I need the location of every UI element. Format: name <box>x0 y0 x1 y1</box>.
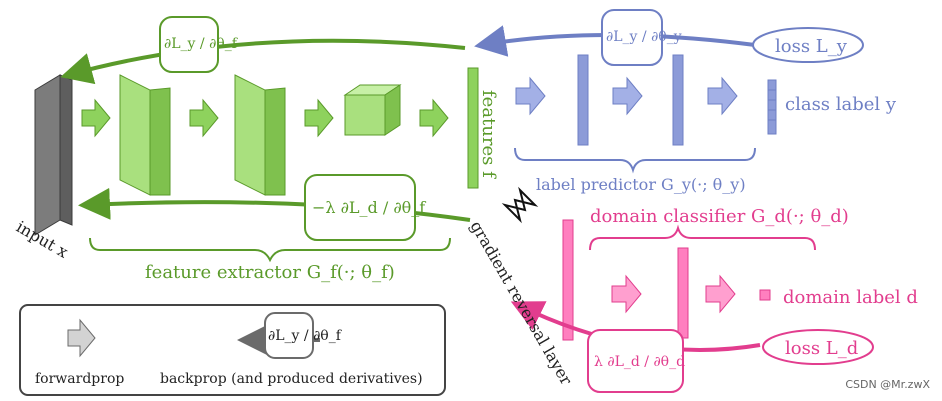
feature-extractor-label: feature extractor G_f(·; θ_f) <box>145 262 395 283</box>
loss-ly-text: loss L_y <box>775 36 848 57</box>
class-label-output <box>767 79 777 135</box>
legend-deriv-box <box>264 312 314 359</box>
label-predictor-label: label predictor G_y(·; θ_y) <box>536 175 746 194</box>
deriv-green-top-text: ∂L_y / ∂θ_f <box>164 36 239 52</box>
forward-arrows-green <box>81 98 449 138</box>
backprop-arrow-green-top <box>60 38 466 85</box>
label-predictor-layer-2 <box>672 54 684 146</box>
loss-ld-text: loss L_d <box>785 338 858 359</box>
feature-extractor-brace <box>89 237 451 263</box>
input-x-block <box>34 74 73 236</box>
domain-classifier-layer-1 <box>562 219 574 341</box>
loss-ly-ellipse <box>752 27 864 63</box>
features-block <box>467 67 479 189</box>
feature-extractor-block-2 <box>234 74 286 196</box>
legend-forwardprop-icon <box>67 318 96 358</box>
label-predictor-arrows <box>515 76 738 116</box>
deriv-box-green-top <box>159 16 219 73</box>
legend-backprop-text: backprop (and produced derivatives) <box>160 371 423 387</box>
watermark: CSDN @Mr.zwX <box>845 378 930 391</box>
domain-label-text: domain label d <box>783 287 918 308</box>
gradient-reversal-arrow <box>501 186 539 224</box>
deriv-box-pink <box>587 329 684 393</box>
feature-extractor-block-1 <box>119 74 171 196</box>
domain-classifier-layer-2 <box>677 247 689 339</box>
features-f-label: features f <box>478 90 499 179</box>
class-label-text: class label y <box>785 94 897 115</box>
legend-box <box>19 304 446 396</box>
label-predictor-layer-1 <box>577 54 589 146</box>
deriv-blue-top-text: ∂L_y / ∂θ_y <box>606 29 682 45</box>
deriv-pink-text: λ ∂L_d / ∂θ_d <box>594 354 685 370</box>
feature-extractor-block-3 <box>343 84 402 136</box>
deriv-box-blue-top <box>601 9 663 66</box>
backprop-arrow-green-mid <box>78 187 471 222</box>
deriv-box-green-mid <box>304 174 416 241</box>
domain-classifier-brace <box>589 224 816 251</box>
domain-classifier-label: domain classifier G_d(·; θ_d) <box>590 206 849 227</box>
domain-label-output <box>759 289 771 301</box>
gradient-reversal-label: gradient reversal layer <box>467 218 577 389</box>
domain-classifier-arrows <box>611 274 736 314</box>
label-predictor-brace <box>514 147 756 174</box>
legend-deriv-text: ∂L_y / ∂θ_f <box>268 328 343 344</box>
loss-ld-ellipse <box>762 329 874 365</box>
legend-forwardprop-text: forwardprop <box>35 371 124 387</box>
deriv-green-mid-text: −λ ∂L_d / ∂θ_f <box>312 198 426 217</box>
